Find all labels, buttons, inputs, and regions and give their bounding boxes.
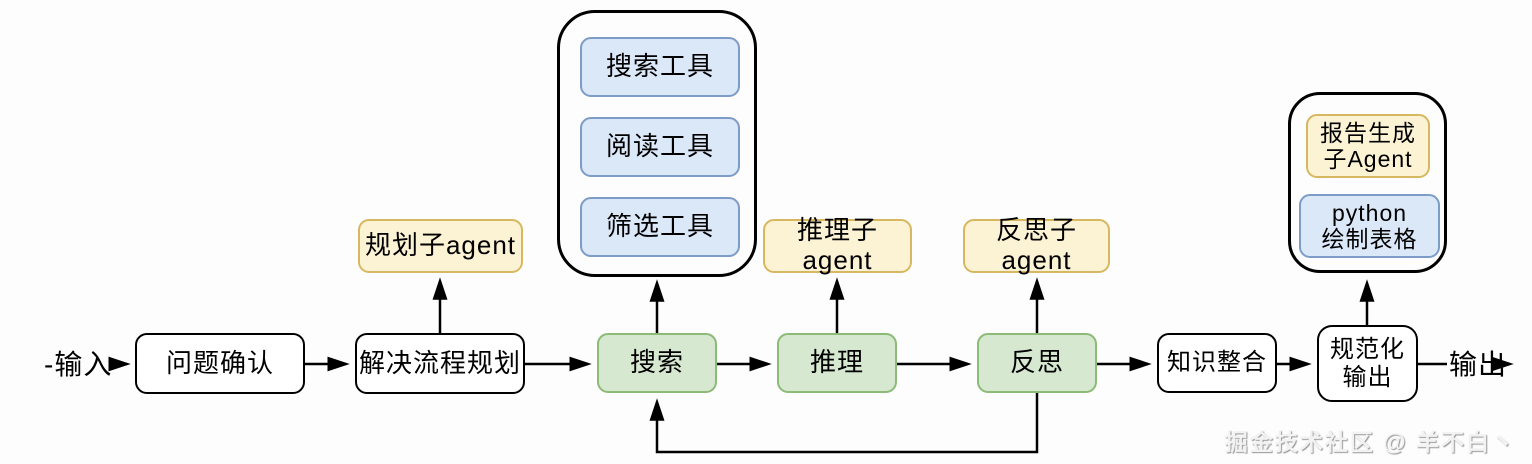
- tool-search: 搜索工具: [580, 37, 740, 97]
- agent-report-generation: 报告生成 子Agent: [1306, 114, 1430, 178]
- report-container: 报告生成 子Agent python 绘制表格: [1288, 92, 1447, 273]
- input-label: -输入: [44, 349, 113, 380]
- output-label: 输出: [1449, 349, 1508, 380]
- node-reasoning: 推理: [777, 333, 897, 393]
- tool-filtering: 筛选工具: [580, 197, 740, 257]
- tool-python-table: python 绘制表格: [1299, 194, 1440, 258]
- node-normalized-output: 规范化 输出: [1317, 325, 1418, 402]
- node-knowledge-integration: 知识整合: [1157, 333, 1277, 393]
- watermark: 掘金技术社区 @ 羊不白丶: [1224, 429, 1516, 455]
- node-problem-confirm: 问题确认: [135, 333, 305, 394]
- node-process-planning: 解决流程规划: [355, 333, 525, 394]
- node-search: 搜索: [597, 333, 717, 393]
- tools-container: 搜索工具 阅读工具 筛选工具: [557, 10, 757, 277]
- agent-planning: 规划子agent: [358, 219, 523, 273]
- node-reflection: 反思: [977, 333, 1097, 393]
- agent-reasoning: 推理子agent: [763, 215, 912, 275]
- tool-reading: 阅读工具: [580, 117, 740, 177]
- arrow-feedback-loop: [649, 393, 1039, 454]
- agent-reflection: 反思子agent: [963, 215, 1110, 275]
